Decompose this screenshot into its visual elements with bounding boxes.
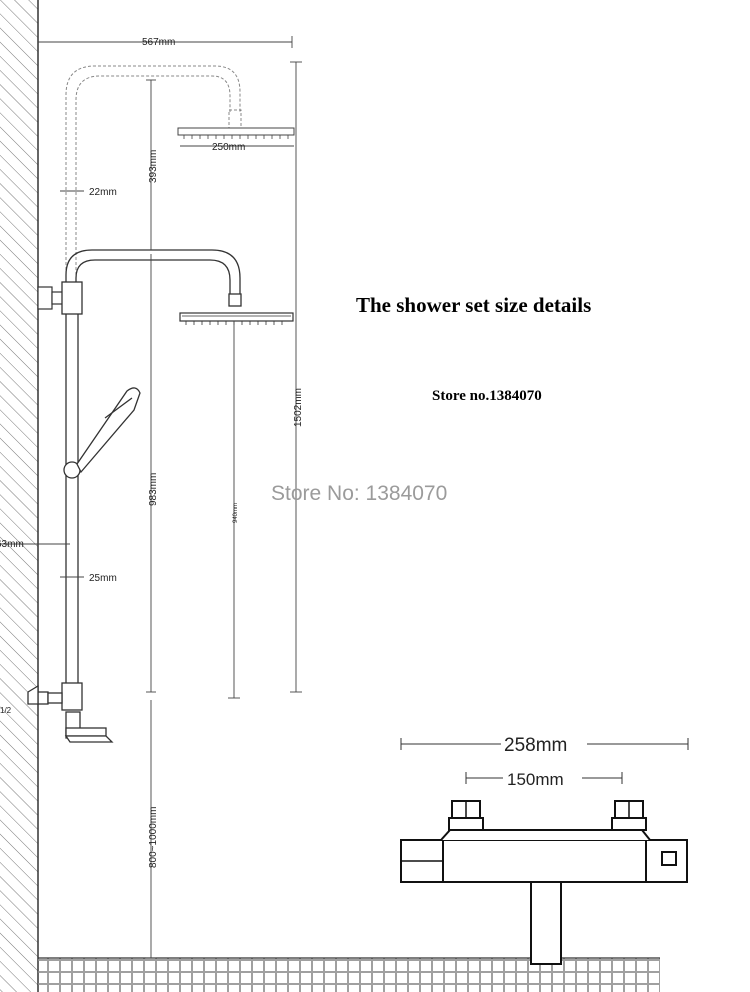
dim-valve-width: 258mm bbox=[504, 735, 567, 756]
dim-total-height: 1502mm bbox=[293, 388, 304, 427]
watermark-text: Store No: 1384070 bbox=[271, 482, 448, 505]
lower-arm bbox=[65, 249, 242, 307]
valve-detail: 258mm 150mm bbox=[400, 735, 689, 965]
dim-top-width: 567mm bbox=[142, 37, 175, 48]
dimension-lines bbox=[0, 36, 302, 959]
dim-floor-height: 800~1000mm bbox=[148, 807, 159, 868]
dimension-labels: 567mm 250mm 393mm 22mm 1502mm 983mm 940m… bbox=[0, 37, 304, 868]
dim-inner-height: 940mm bbox=[233, 503, 239, 523]
lower-shower-head bbox=[179, 312, 294, 325]
wall-mixer bbox=[27, 682, 114, 743]
store-label: Store no.1384070 bbox=[432, 388, 542, 404]
page-title: The shower set size details bbox=[356, 293, 592, 317]
dim-valve-centers: 150mm bbox=[507, 770, 564, 789]
dim-pipe-top: 22mm bbox=[89, 187, 117, 198]
dim-head-width: 250mm bbox=[212, 142, 245, 153]
dim-wall-offset: 63mm bbox=[0, 539, 24, 550]
top-shower-head bbox=[177, 127, 295, 139]
dim-arm-height: 393mm bbox=[148, 150, 159, 183]
dim-mid-height: 983mm bbox=[148, 473, 159, 506]
dim-thread: 1/2 bbox=[0, 706, 12, 715]
hand-shower bbox=[76, 387, 141, 474]
riser-pipe bbox=[37, 281, 83, 685]
wall bbox=[0, 0, 39, 992]
floor-tiles bbox=[38, 957, 660, 992]
dim-pipe-bottom: 25mm bbox=[89, 573, 117, 584]
